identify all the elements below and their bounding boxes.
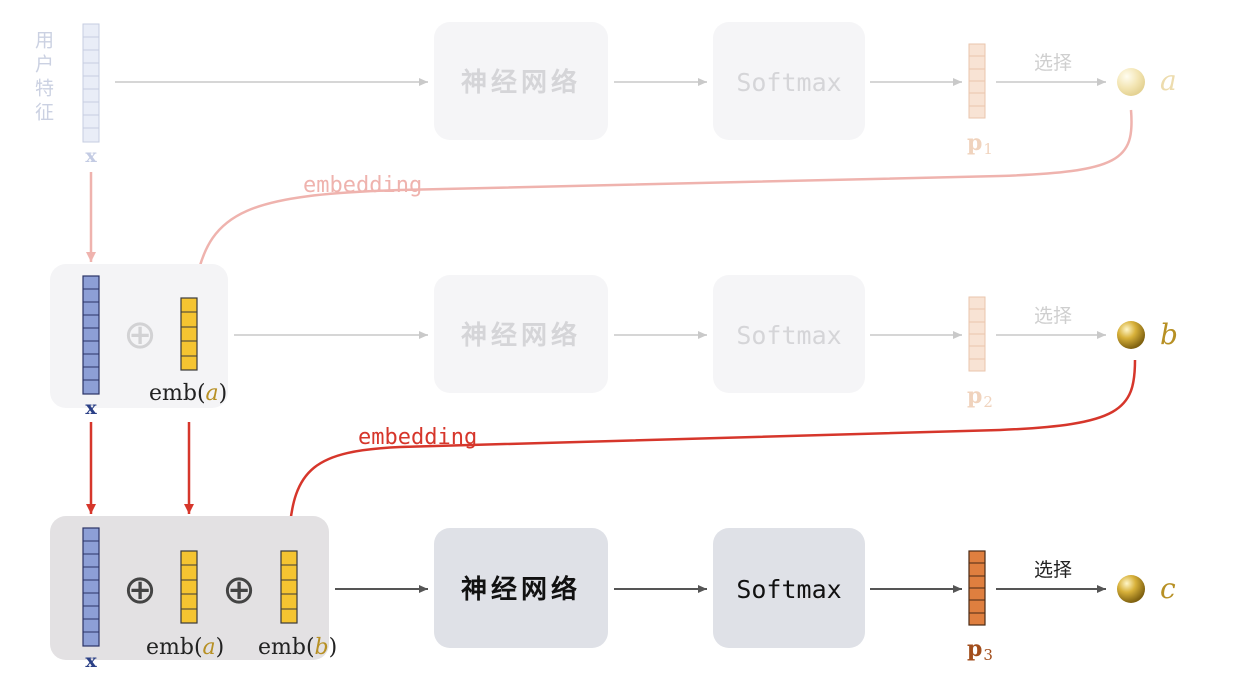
- item-ball-b: [1117, 321, 1145, 349]
- softmax-label-row1: Softmax: [736, 68, 841, 97]
- user-feature-vector-row1: [82, 23, 100, 143]
- row-3: x ⊕ emb(a) ⊕ emb(b) 神经网络 Softmax: [50, 516, 1176, 672]
- plus-symbol-2-row3: ⊕: [222, 567, 256, 613]
- select-label-row1: 选择: [1034, 52, 1072, 74]
- emb-a-label-row2: emb(a): [149, 381, 227, 406]
- p2-vector: [968, 296, 986, 372]
- row-2: x ⊕ emb(a) 神经网络 Softmax p2 选择: [50, 264, 1178, 419]
- item-label-a: a: [1160, 64, 1177, 97]
- nn-label-row2: 神经网络: [461, 320, 581, 351]
- plus-symbol-row2: ⊕: [123, 312, 157, 358]
- x-label-row2: x: [85, 397, 97, 419]
- user-features-label: 用户特征: [32, 30, 54, 126]
- nn-box-row2: [434, 275, 608, 393]
- row-1: 用户特征 x 神经网络 Softmax p1 选择 a: [32, 22, 1177, 167]
- item-ball-c: [1117, 575, 1145, 603]
- softmax-box-row3: [713, 528, 865, 648]
- embedding-label-b: embedding: [358, 425, 477, 450]
- softmax-box-row1: [713, 22, 865, 140]
- x-vector-row2: [82, 275, 100, 395]
- embedding-arrow-b: [284, 359, 1137, 538]
- select-label-row3: 选择: [1034, 559, 1072, 581]
- x-vector-row3: [82, 527, 100, 647]
- nn-label-row3: 神经网络: [461, 574, 581, 605]
- p3-vector: [968, 550, 986, 626]
- item-label-c: c: [1160, 572, 1176, 605]
- embedding-arrow-a: [193, 109, 1133, 283]
- nn-box-row3: [434, 528, 608, 648]
- item-ball-a: [1117, 68, 1145, 96]
- nn-label-row1: 神经网络: [461, 67, 581, 98]
- softmax-label-row2: Softmax: [736, 321, 841, 350]
- emb-b-label-row3: emb(b): [258, 635, 337, 660]
- select-label-row2: 选择: [1034, 305, 1072, 327]
- p1-label: p1: [967, 130, 993, 158]
- emb-a-label-row3: emb(a): [146, 635, 224, 660]
- emb-b-vector-row3: [280, 550, 298, 624]
- p3-label: p3: [967, 636, 993, 664]
- softmax-label-row3: Softmax: [736, 575, 841, 604]
- x-label-row3: x: [85, 650, 97, 672]
- nn-box-row1: [434, 22, 608, 140]
- item-label-b: b: [1160, 318, 1178, 351]
- plus-symbol-1-row3: ⊕: [123, 567, 157, 613]
- softmax-box-row2: [713, 275, 865, 393]
- emb-a-vector-row2: [180, 297, 198, 371]
- p2-label: p2: [967, 383, 993, 411]
- x-label-row1: x: [85, 145, 97, 167]
- embedding-label-a: embedding: [303, 173, 422, 198]
- emb-a-vector-row3: [180, 550, 198, 624]
- p1-vector: [968, 43, 986, 119]
